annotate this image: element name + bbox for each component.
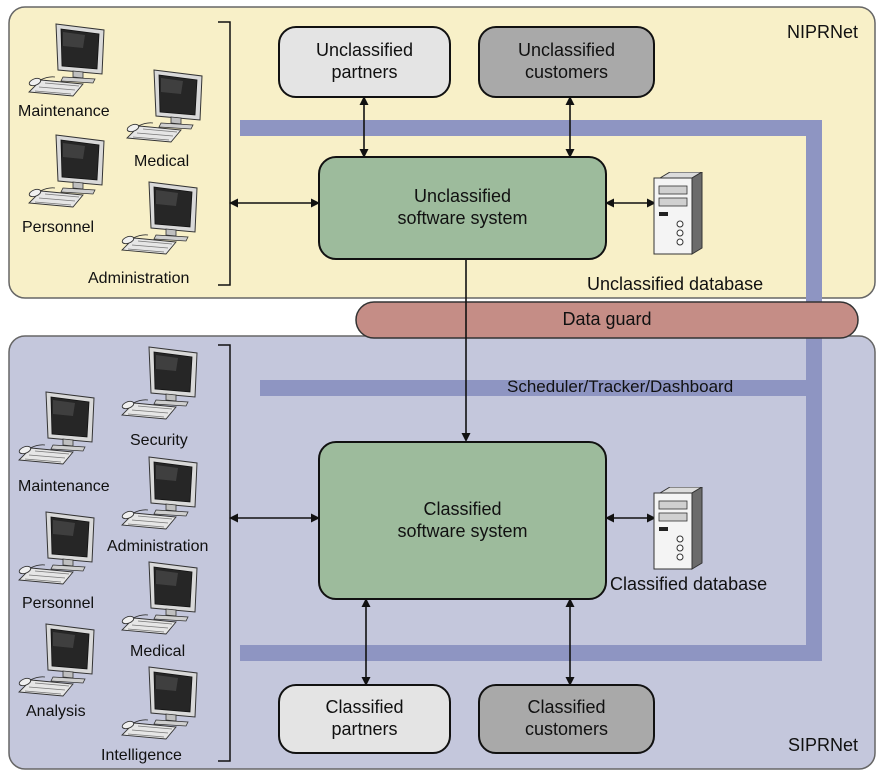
unclassified-customers-box: Unclassified customers xyxy=(478,26,655,98)
cl-terminal-label-personnel: Personnel xyxy=(22,595,95,612)
computer-terminal-icon xyxy=(118,665,202,741)
niprnet-label: NIPRNet xyxy=(786,22,858,42)
unclassified-database-label: Unclassified database xyxy=(587,274,764,294)
cl-terminal-label-intelligence: Intelligence xyxy=(101,747,182,764)
classified-database-label: Classified database xyxy=(610,574,768,594)
uncl-terminal-label-medical: Medical xyxy=(134,153,190,170)
cl-terminal-label-analysis: Analysis xyxy=(26,703,86,720)
unclassified-system-box: Unclassified software system xyxy=(318,156,607,260)
computer-terminal-icon xyxy=(15,510,99,586)
classified-partners-box: Classified partners xyxy=(278,684,451,754)
unclassified-partners-box: Unclassified partners xyxy=(278,26,451,98)
classified-partners-label: Classified partners xyxy=(325,697,404,739)
computer-terminal-icon xyxy=(25,133,109,209)
unclassified-partners-label: Unclassified partners xyxy=(315,40,414,82)
cl-terminal-label-medical: Medical xyxy=(130,643,186,660)
computer-terminal-icon xyxy=(118,455,202,531)
classified-database-icon xyxy=(653,487,703,570)
network-bus xyxy=(240,120,822,661)
classified-customers-label: Classified customers xyxy=(524,697,609,739)
computer-terminal-icon xyxy=(123,68,207,144)
computer-terminal-icon xyxy=(25,22,109,98)
computer-terminal-icon xyxy=(15,390,99,466)
cl-terminal-label-security: Security xyxy=(130,432,188,449)
cl-terminal-label-maintenance: Maintenance xyxy=(18,478,110,495)
unclassified-customers-label: Unclassified customers xyxy=(517,40,616,82)
computer-terminal-icon xyxy=(118,345,202,421)
data-guard-label: Data guard xyxy=(562,309,652,329)
uncl-terminal-label-personnel: Personnel xyxy=(22,219,95,236)
classified-system-label: Classified software system xyxy=(397,498,528,541)
data-guard-bar xyxy=(355,301,859,339)
unclassified-terminals-bracket xyxy=(218,21,231,286)
unclassified-system-label: Unclassified software system xyxy=(397,186,528,228)
siprnet-label: SIPRNet xyxy=(787,735,858,755)
tracker-label: Scheduler/Tracker/Dashboard xyxy=(507,377,734,396)
computer-terminal-icon xyxy=(118,180,202,256)
classified-system-box: Classified software system xyxy=(318,441,607,600)
computer-terminal-icon xyxy=(118,560,202,636)
classified-terminals-bracket xyxy=(218,344,231,762)
uncl-terminal-label-administration: Administration xyxy=(88,270,190,287)
uncl-terminal-label-maintenance: Maintenance xyxy=(18,103,110,120)
unclassified-database-icon xyxy=(653,172,703,255)
cl-terminal-label-administration: Administration xyxy=(107,538,209,555)
classified-customers-box: Classified customers xyxy=(478,684,655,754)
computer-terminal-icon xyxy=(15,622,99,698)
